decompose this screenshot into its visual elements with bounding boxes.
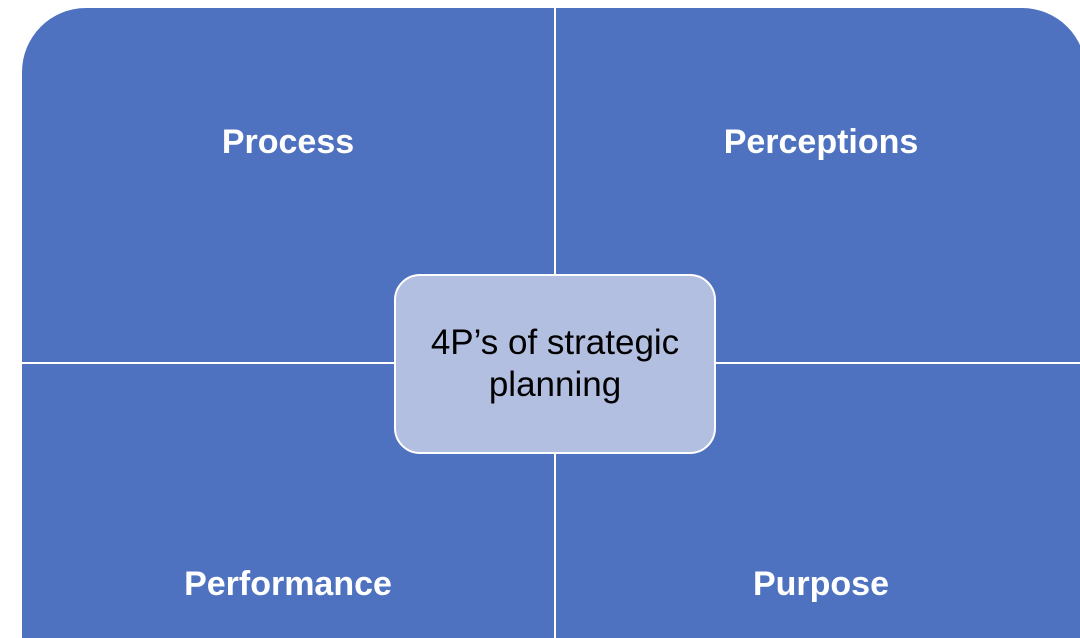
quadrant-label-purpose: Purpose <box>752 565 890 603</box>
quadrant-process: Process <box>22 8 554 362</box>
center-label: 4P’s of strategic planning <box>430 323 680 404</box>
quadrant-label-performance: Performance <box>184 565 392 603</box>
quadrant-label-process: Process <box>221 123 355 161</box>
quadrant-label-perceptions: Perceptions <box>723 123 919 161</box>
center-box: 4P’s of strategic planning <box>394 274 716 454</box>
quadrant-performance: Performance <box>22 364 554 638</box>
